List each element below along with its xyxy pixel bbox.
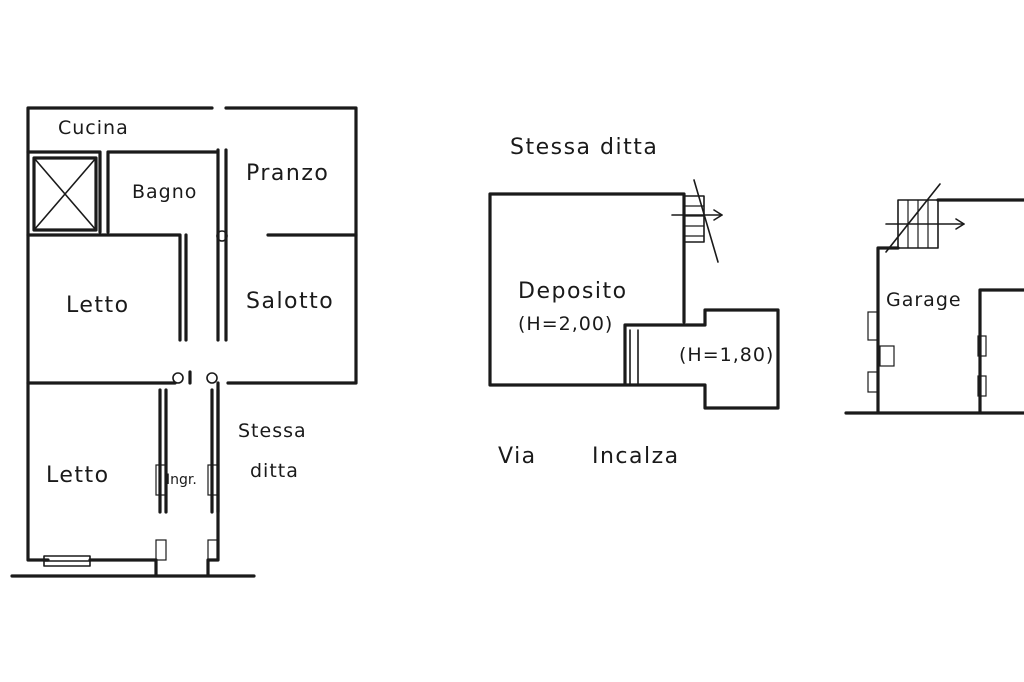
door-pivot xyxy=(172,372,184,384)
wall-pier xyxy=(207,539,219,561)
wall-pier xyxy=(155,539,167,561)
room-label-dining: Pranzo xyxy=(246,161,329,186)
room-label-bedroom-2: Letto xyxy=(46,463,110,488)
door-pivot xyxy=(216,230,228,242)
garage-pier xyxy=(977,375,987,397)
room-label-closet: Ingr. xyxy=(166,472,197,488)
apartment-interior-walls xyxy=(26,148,358,514)
window-symbol xyxy=(43,555,91,567)
stairwell-x-box xyxy=(32,156,98,232)
garage-pier xyxy=(867,311,879,341)
garage-pier xyxy=(867,371,879,393)
deposit-label: Deposito xyxy=(518,279,628,304)
deposit-stair xyxy=(671,179,723,263)
garage-plan: Garage xyxy=(844,183,1024,415)
wall-pier xyxy=(155,464,167,496)
room-label-kitchen: Cucina xyxy=(58,117,129,139)
deposit-outer-wall xyxy=(488,192,780,410)
garage-label: Garage xyxy=(886,289,962,311)
neighbor-label-line-1: Stessa xyxy=(238,420,307,442)
annex-neighbor-label: Stessa ditta xyxy=(510,135,658,160)
garage-pier xyxy=(977,335,987,357)
garage-pier xyxy=(879,345,895,367)
wall-pier xyxy=(207,464,219,496)
room-label-bedroom-1: Letto xyxy=(66,293,130,318)
neighbor-label-line-2: ditta xyxy=(250,460,299,482)
street-prefix: Via xyxy=(498,444,537,469)
door-pivot xyxy=(206,372,218,384)
apartment-plan: Cucina Bagno Pranzo Letto Salotto Letto … xyxy=(10,106,358,578)
room-label-living: Salotto xyxy=(246,289,334,314)
deposit-extension-height-label: (H=1,80) xyxy=(679,344,774,366)
street-name: Incalza xyxy=(592,444,680,469)
garage-stair xyxy=(885,183,965,253)
room-label-bathroom: Bagno xyxy=(132,181,197,203)
deposit-height-label: (H=2,00) xyxy=(518,313,613,335)
deposit-plan: Deposito (H=2,00) (H=1,80) Stessa ditta xyxy=(488,135,780,410)
apartment-outer-wall xyxy=(26,106,358,577)
street-label: Via Incalza xyxy=(498,444,680,469)
